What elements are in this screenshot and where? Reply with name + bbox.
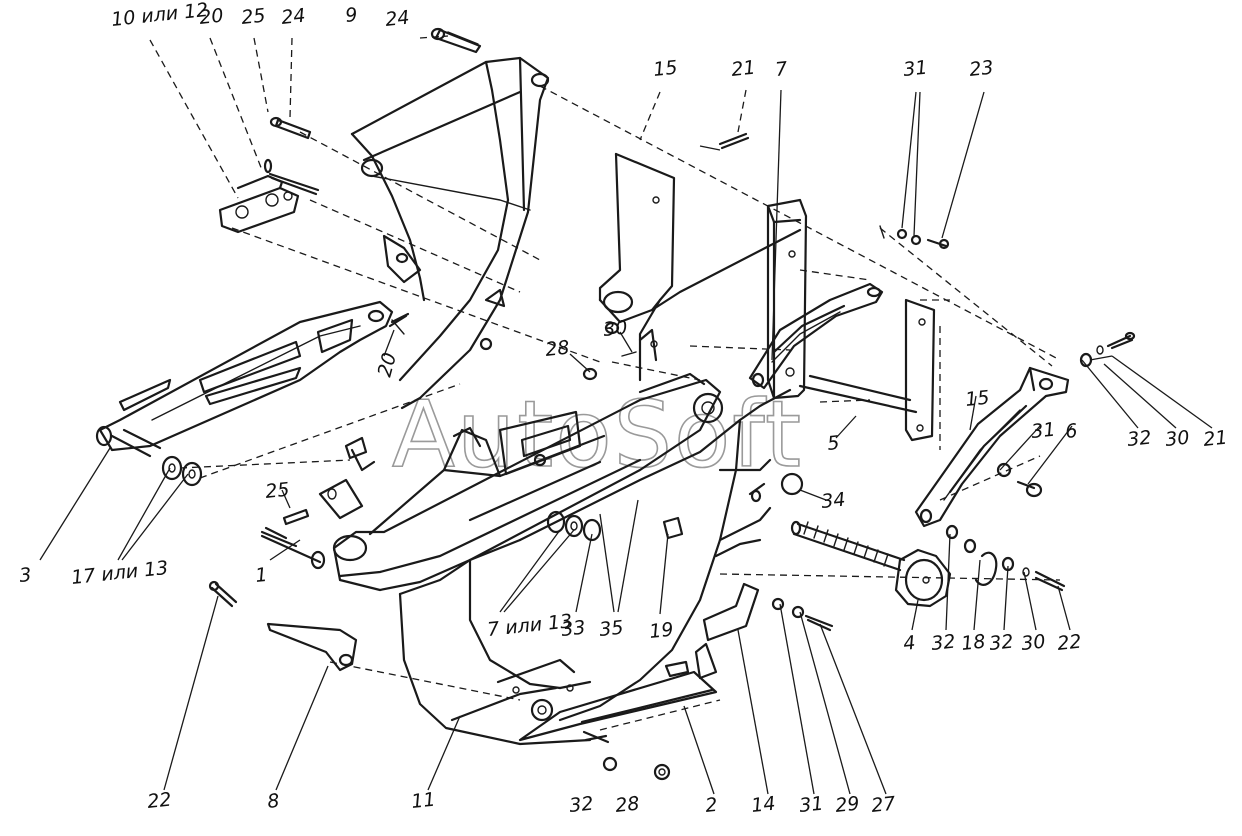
callout-15a: 15 bbox=[652, 57, 678, 81]
callout-34: 34 bbox=[820, 489, 846, 513]
callout-31a: 31 bbox=[902, 57, 928, 81]
callout-24a: 24 bbox=[280, 5, 306, 29]
part-3-pedal-arm bbox=[95, 300, 408, 458]
slotted-arm-upper bbox=[748, 282, 884, 390]
callout-15b: 15 bbox=[964, 387, 990, 411]
washers-17-13 bbox=[161, 455, 203, 487]
callout-4: 4 bbox=[902, 632, 916, 655]
callout-3: 3 bbox=[18, 564, 32, 587]
callout-32c: 32 bbox=[988, 631, 1014, 655]
central-lever bbox=[332, 372, 724, 592]
callout-20a: 20 bbox=[198, 5, 224, 29]
upper-bolts bbox=[263, 27, 482, 196]
callout-25a: 25 bbox=[240, 5, 266, 29]
callout-5: 5 bbox=[826, 432, 840, 455]
callout-20b: 20 bbox=[374, 350, 402, 379]
callout-24b: 24 bbox=[384, 7, 410, 31]
callout-6: 6 bbox=[1064, 420, 1078, 443]
callout-14: 14 bbox=[750, 793, 776, 817]
callout-31b: 31 bbox=[1030, 419, 1056, 443]
callout-10-12: 10 или 12 bbox=[110, 0, 209, 31]
part-8-arm bbox=[208, 580, 358, 672]
callout-22a: 22 bbox=[1056, 631, 1082, 655]
center-nuts bbox=[350, 132, 750, 472]
part-7-plate bbox=[766, 198, 808, 400]
callout-18: 18 bbox=[960, 631, 986, 655]
callout-32b: 32 bbox=[930, 631, 956, 655]
callout-33: 33 bbox=[560, 617, 586, 641]
part-4-screw-knob bbox=[790, 520, 952, 608]
part-11-housing bbox=[398, 388, 792, 746]
part-15-right-bracket bbox=[914, 366, 1070, 528]
callout-21a: 21 bbox=[730, 57, 756, 81]
callout-27: 27 bbox=[870, 793, 896, 817]
callout-2: 2 bbox=[704, 794, 718, 817]
callout-30c: 30 bbox=[1020, 631, 1046, 655]
callout-28b: 28 bbox=[614, 793, 640, 817]
callout-30b: 30 bbox=[1164, 427, 1190, 451]
right-lower-hardware bbox=[945, 524, 1066, 592]
callout-1: 1 bbox=[254, 564, 268, 587]
callout-28a: 28 bbox=[544, 337, 570, 361]
part-9-upper-panel bbox=[350, 56, 550, 410]
right-hardware bbox=[879, 225, 1136, 498]
lower-hardware bbox=[771, 597, 834, 632]
callout-22b: 22 bbox=[146, 789, 172, 813]
callout-8: 8 bbox=[266, 790, 280, 813]
callout-17-13: 17 или 13 bbox=[70, 557, 169, 589]
callout-9: 9 bbox=[344, 4, 358, 27]
washers-7-33-35 bbox=[546, 472, 804, 542]
callout-21b: 21 bbox=[1202, 427, 1228, 451]
part-1-rod bbox=[260, 526, 326, 570]
callout-19: 19 bbox=[648, 619, 674, 643]
label-pointers bbox=[39, 329, 1073, 795]
callout-25b: 25 bbox=[264, 479, 290, 503]
part-25-bolt-lower bbox=[282, 436, 368, 526]
callout-32d: 32 bbox=[568, 793, 594, 817]
callout-30a: 30 bbox=[602, 317, 628, 341]
callout-7: 7 bbox=[774, 58, 788, 81]
callout-11: 11 bbox=[410, 789, 436, 813]
callout-23: 23 bbox=[968, 57, 994, 81]
callout-29: 29 bbox=[834, 793, 860, 817]
part-2-footplate bbox=[518, 660, 718, 744]
callout-31c: 31 bbox=[798, 793, 824, 817]
part-5-bar bbox=[798, 298, 936, 442]
part-14-angle-bracket bbox=[694, 582, 760, 680]
part-15-center-bracket bbox=[598, 152, 802, 382]
part-10-12-bracket bbox=[218, 174, 300, 234]
callout-35: 35 bbox=[598, 617, 624, 641]
lower-nuts bbox=[602, 756, 671, 781]
callout-32a: 32 bbox=[1126, 427, 1152, 451]
